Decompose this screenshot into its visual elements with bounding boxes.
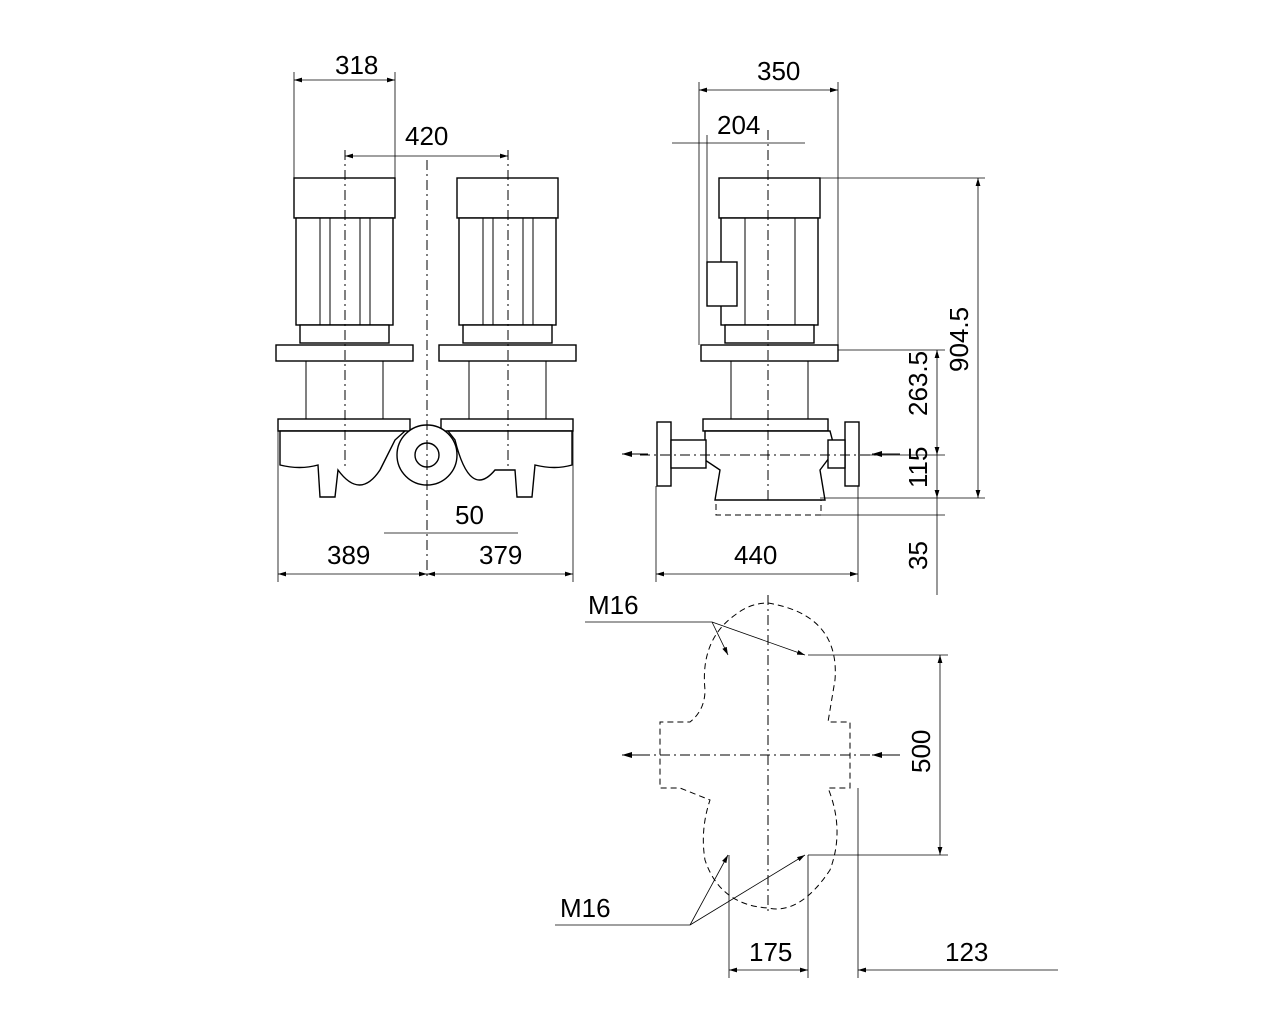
dim-bolt-spacing-x: 175 — [749, 937, 792, 967]
bolt-label-bottom: M16 — [560, 893, 611, 923]
dim-base-height: 35 — [903, 541, 933, 570]
dim-port-to-port: 440 — [734, 540, 777, 570]
dim-overall-height: 904.5 — [944, 307, 974, 372]
dim-flange-height: 263.5 — [903, 351, 933, 416]
dim-right-width: 379 — [479, 540, 522, 570]
dimension-lines — [277, 72, 1058, 978]
front-view — [275, 150, 577, 580]
dim-pipe-center-height: 115 — [903, 447, 933, 488]
dim-motor-offset: 204 — [717, 110, 760, 140]
dim-bolt-spacing-y: 500 — [906, 730, 936, 773]
bolt-label-top: M16 — [588, 590, 639, 620]
base-plan — [555, 595, 900, 926]
dim-left-width: 389 — [327, 540, 370, 570]
dim-motor-spacing: 420 — [405, 121, 448, 151]
dim-edge-offset: 123 — [945, 937, 988, 967]
dim-overall-depth: 350 — [757, 56, 800, 86]
dim-motor-width: 318 — [335, 50, 378, 80]
dim-offset: 50 — [455, 500, 484, 530]
side-view — [622, 130, 900, 516]
